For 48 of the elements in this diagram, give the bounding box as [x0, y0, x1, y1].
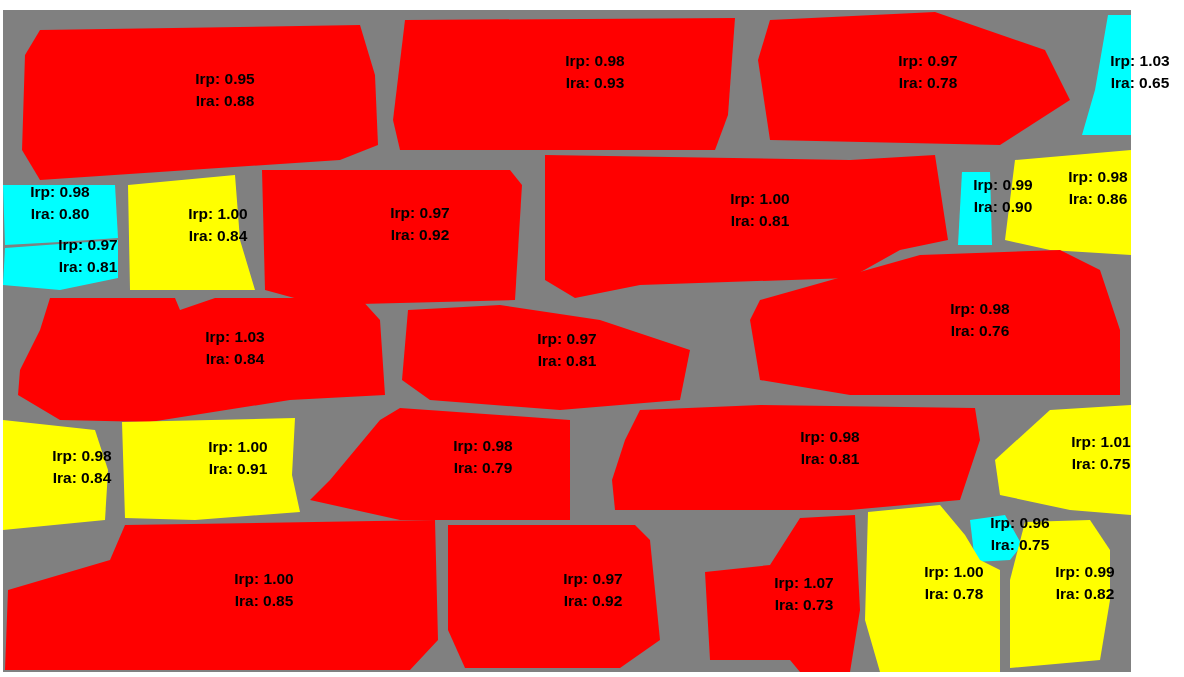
metric-label: Ira: 0.85 [234, 591, 294, 611]
metric-label: Irp: 1.00 [208, 437, 268, 457]
metric-label: Ira: 0.92 [563, 591, 623, 611]
metric-label: Ira: 0.86 [1068, 189, 1128, 209]
metric-label: Irp: 1.07 [774, 573, 834, 593]
metric-label: Irp: 1.00 [730, 189, 790, 209]
metric-label: Irp: 0.96 [990, 513, 1050, 533]
metric-label: Ira: 0.76 [950, 321, 1010, 341]
metric-label: Ira: 0.88 [195, 91, 255, 111]
metric-label: Irp: 0.98 [52, 446, 112, 466]
metric-label: Ira: 0.81 [800, 449, 860, 469]
metric-label: Irp: 0.98 [800, 427, 860, 447]
metric-label: Ira: 0.84 [52, 468, 112, 488]
metric-label: Irp: 0.98 [453, 436, 513, 456]
metric-label: Irp: 0.98 [30, 182, 90, 202]
metric-label: Irp: 1.03 [205, 327, 265, 347]
metric-label: Ira: 0.81 [730, 211, 790, 231]
metric-label: Irp: 0.99 [973, 175, 1033, 195]
metric-label: Irp: 0.97 [537, 329, 597, 349]
metric-label: Ira: 0.81 [58, 257, 118, 277]
metric-label: Irp: 0.98 [950, 299, 1010, 319]
metric-label: Irp: 0.97 [58, 235, 118, 255]
metric-label: Ira: 0.75 [990, 535, 1050, 555]
metric-label: Ira: 0.93 [565, 73, 625, 93]
metric-label: Irp: 1.01 [1071, 432, 1131, 452]
metric-label: Ira: 0.73 [774, 595, 834, 615]
metric-label: Irp: 1.00 [188, 204, 248, 224]
metric-label: Irp: 0.95 [195, 69, 255, 89]
metric-label: Ira: 0.80 [30, 204, 90, 224]
metric-label: Ira: 0.75 [1071, 454, 1131, 474]
metric-label: Ira: 0.91 [208, 459, 268, 479]
metric-label: Ira: 0.92 [390, 225, 450, 245]
metric-label: Irp: 0.98 [565, 51, 625, 71]
metric-label: Ira: 0.82 [1055, 584, 1115, 604]
metric-label: Ira: 0.79 [453, 458, 513, 478]
metric-label: Irp: 0.98 [1068, 167, 1128, 187]
metric-label: Irp: 1.00 [234, 569, 294, 589]
metric-label: Ira: 0.84 [188, 226, 248, 246]
metric-label: Irp: 0.97 [390, 203, 450, 223]
metric-label: Ira: 0.78 [898, 73, 958, 93]
metric-label: Ira: 0.84 [205, 349, 265, 369]
metric-label: Irp: 0.97 [563, 569, 623, 589]
metric-label: Ira: 0.78 [924, 584, 984, 604]
metric-label: Irp: 1.00 [924, 562, 984, 582]
metric-label: Ira: 0.90 [973, 197, 1033, 217]
metric-label: Irp: 0.97 [898, 51, 958, 71]
metric-label: Ira: 0.81 [537, 351, 597, 371]
metric-label: Irp: 0.99 [1055, 562, 1115, 582]
